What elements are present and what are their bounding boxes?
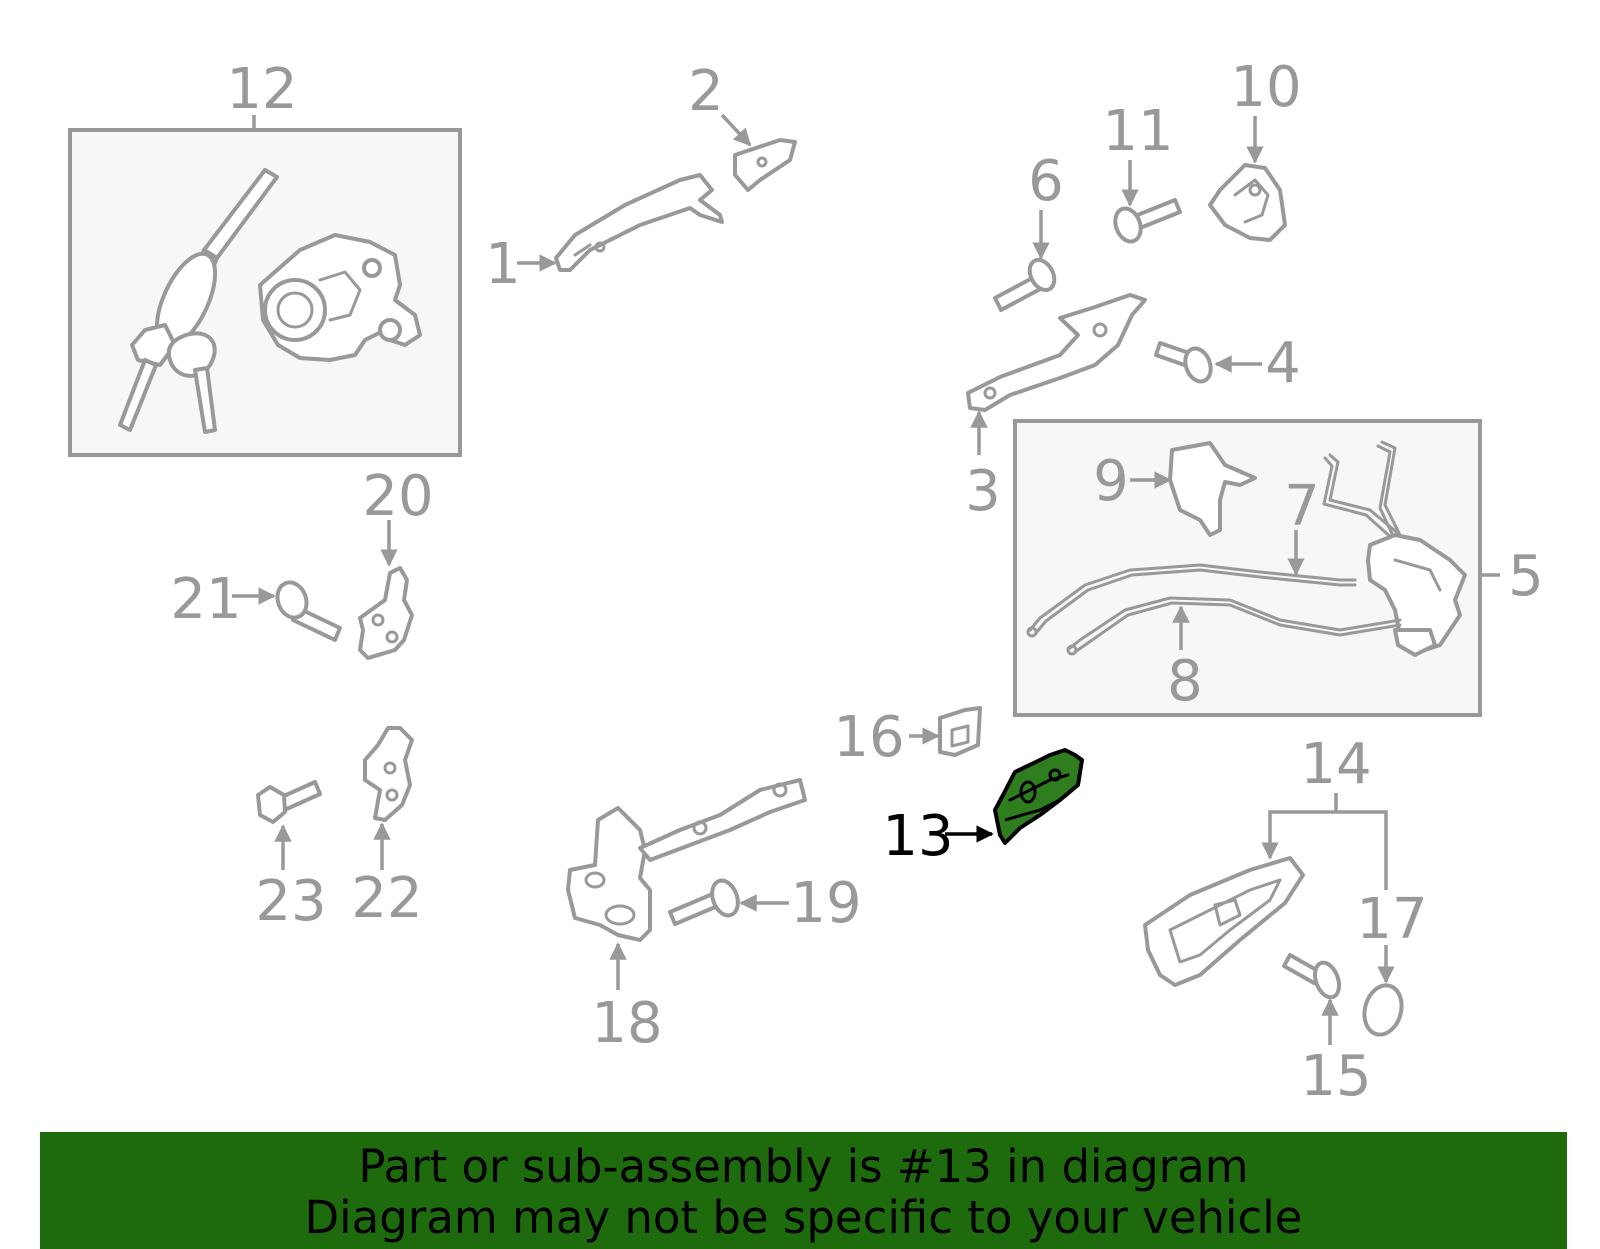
callout-19: 19: [790, 871, 861, 936]
key-icon: [118, 168, 279, 434]
bolt-19-part: 19: [668, 871, 862, 936]
outside-handle-part: 1: [485, 173, 724, 297]
bolt-11-part: 11: [1102, 99, 1182, 244]
callout-4: 4: [1265, 331, 1301, 396]
hinge-20-part: 20: [358, 464, 434, 660]
latch-body: [1366, 533, 1467, 652]
striker-10-part: 10: [1208, 55, 1302, 242]
handle-cap-part: 2: [688, 59, 797, 192]
bezel-14-group: 14: [1143, 732, 1388, 987]
ring-17-part: 17: [1356, 887, 1428, 1037]
cable-7-part: 7: [1026, 474, 1357, 638]
bolt-4-part: 4: [1154, 331, 1301, 396]
callout-13: 13: [882, 804, 953, 869]
callout-5: 5: [1508, 544, 1544, 609]
bolt-23-part: 23: [255, 780, 327, 934]
callout-16: 16: [833, 705, 904, 770]
bezel-14-part: [1143, 856, 1305, 987]
hinge-22-part: 22: [351, 726, 423, 931]
bolt-6-part: 6: [993, 149, 1064, 312]
callout-17: 17: [1356, 887, 1427, 952]
inside-handle-13-part: 13: [882, 748, 1084, 869]
callout-21: 21: [170, 567, 241, 632]
latch-rod-a: [1328, 453, 1402, 537]
latch-cover-9-part: 9: [1093, 441, 1257, 537]
callout-9: 9: [1093, 449, 1129, 514]
callout-23: 23: [255, 869, 326, 934]
callout-8: 8: [1167, 649, 1203, 714]
callout-18: 18: [591, 991, 662, 1056]
callout-6: 6: [1028, 149, 1064, 214]
banner-line-2: Diagram may not be specific to your vehi…: [304, 1191, 1303, 1244]
callout-3: 3: [965, 459, 1001, 524]
key-cylinder-group: 12: [68, 57, 462, 457]
notice-banner: Part or sub-assembly is #13 in diagram D…: [40, 1132, 1567, 1249]
banner-line-1: Part or sub-assembly is #13 in diagram: [358, 1140, 1249, 1193]
screw-15-part: 15: [1282, 953, 1372, 1109]
callout-11: 11: [1102, 99, 1173, 164]
lock-arm-3-part: 3: [965, 293, 1147, 524]
callout-14: 14: [1300, 732, 1371, 797]
bolt-21-part: 21: [170, 567, 342, 642]
callout-2: 2: [688, 59, 724, 124]
callout-1: 1: [485, 232, 521, 297]
callout-7: 7: [1284, 474, 1320, 539]
door-check-18-part: 18: [566, 778, 807, 1056]
callout-15: 15: [1300, 1044, 1371, 1109]
cable-8-part: 8: [1066, 596, 1402, 714]
lock-cylinder-icon: [258, 233, 422, 362]
latch-assembly-group: 9 7 8 5: [1013, 419, 1544, 717]
callout-20: 20: [362, 464, 433, 529]
callout-12: 12: [226, 57, 297, 122]
callout-22: 22: [351, 866, 422, 931]
clip-16-part: 16: [833, 705, 982, 770]
latch-rod-b: [1380, 440, 1402, 537]
callout-10: 10: [1230, 55, 1301, 120]
